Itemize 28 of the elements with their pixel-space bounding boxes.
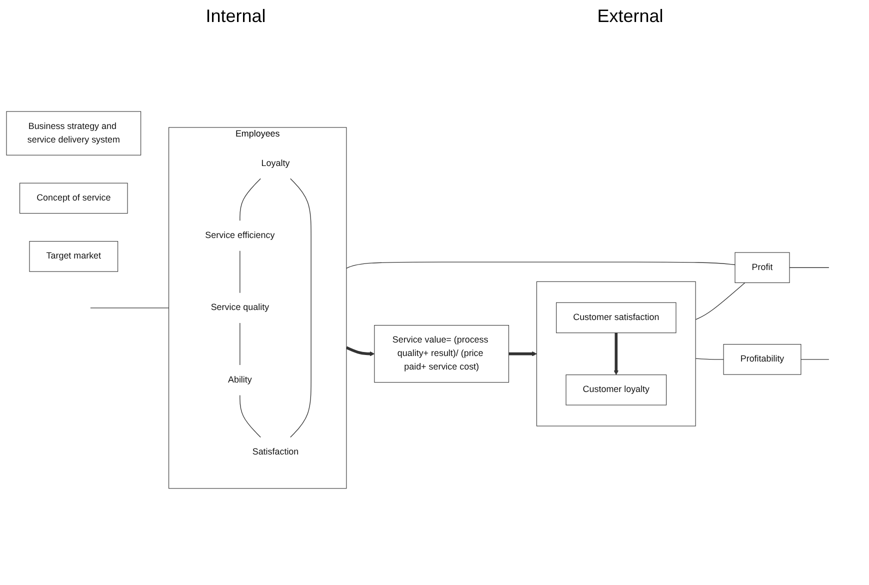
node-text: Loyalty <box>261 158 290 168</box>
column-heading: Internal <box>206 6 266 27</box>
node-box: Concept of service <box>20 182 128 214</box>
connector <box>789 266 830 268</box>
node-box: Profitability <box>723 344 802 374</box>
node-box: Profit <box>734 252 790 283</box>
connector <box>695 358 724 360</box>
node-box: Target market <box>29 240 118 272</box>
cluster <box>536 280 696 426</box>
connector <box>695 282 746 320</box>
arrow <box>508 350 537 356</box>
node-box: Business strategy and service delivery system <box>6 110 142 155</box>
arrow <box>346 346 375 356</box>
node-text: Ability <box>228 374 252 384</box>
connector <box>90 307 170 308</box>
connector <box>290 178 312 438</box>
node-box: Service value= (process quality+ result)/ (price paid+ service cost) <box>374 324 510 382</box>
node-text: Service efficiency <box>205 230 275 240</box>
node-box: Customer satisfaction <box>556 302 676 333</box>
node-box: Customer loyalty <box>566 374 667 405</box>
connector <box>240 178 261 220</box>
column-heading: External <box>597 6 664 27</box>
connector <box>800 358 830 360</box>
node-text: Satisfaction <box>252 446 299 456</box>
connector <box>346 261 736 268</box>
connector <box>240 394 261 438</box>
arrow <box>614 332 619 375</box>
node-text: Service quality <box>210 302 270 312</box>
